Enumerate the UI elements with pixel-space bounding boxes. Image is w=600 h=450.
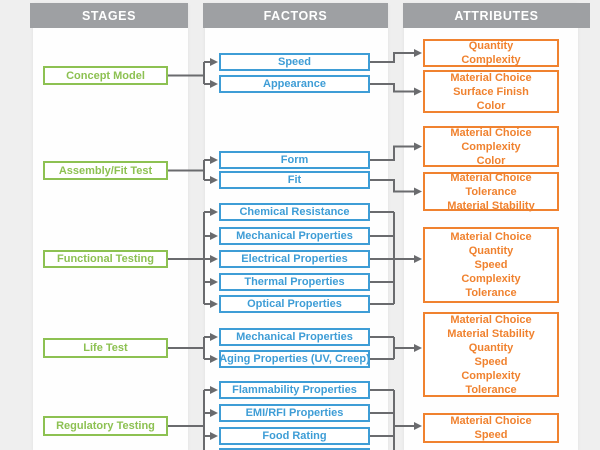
factor-box-thermal-properties: Thermal Properties xyxy=(219,273,370,291)
attribute-line: Tolerance xyxy=(465,287,517,299)
factor-box-form: Form xyxy=(219,151,370,169)
attribute-line: Tolerance xyxy=(465,383,517,396)
stage-box-regulatory-testing: Regulatory Testing xyxy=(43,416,168,436)
factor-box-emi-rfi-properties: EMI/RFI Properties xyxy=(219,404,370,422)
factor-box-mechanical-properties: Mechanical Properties xyxy=(219,227,370,245)
factor-label: Optical Properties xyxy=(247,298,342,310)
attribute-line: Speed xyxy=(474,259,508,271)
factor-box-optical-properties: Optical Properties xyxy=(219,295,370,313)
attribute-line: Material Choice xyxy=(450,71,532,84)
factor-label: Appearance xyxy=(263,78,326,90)
attributes-column-header: ATTRIBUTES xyxy=(403,3,590,28)
attribute-line: Material Choice xyxy=(450,171,532,184)
attribute-line: Complexity xyxy=(461,369,521,382)
attribute-line: Tolerance xyxy=(465,185,517,198)
factor-box-chemical-resistance: Chemical Resistance xyxy=(219,203,370,221)
stage-label: Assembly/Fit Test xyxy=(58,164,153,177)
factor-box-fit: Fit xyxy=(219,171,370,189)
attribute-line: Complexity xyxy=(461,273,521,285)
attribute-line: Material Stability xyxy=(447,327,535,340)
attribute-line: Speed xyxy=(474,355,508,368)
stage-label: Functional Testing xyxy=(57,253,154,265)
factor-label: Aging Properties (UV, Creep) xyxy=(219,353,370,365)
stage-box-concept-model: Concept Model xyxy=(43,66,168,85)
attribute-line: Quantity xyxy=(468,40,514,52)
attribute-line: Material Choice xyxy=(450,126,532,139)
stage-label: Concept Model xyxy=(66,69,145,82)
stage-box-functional-testing: Functional Testing xyxy=(43,250,168,268)
stage-label: Regulatory Testing xyxy=(56,420,155,432)
attribute-line: Surface Finish xyxy=(453,85,529,98)
stage-box-assembly-fit-test: Assembly/Fit Test xyxy=(43,161,168,180)
factor-box-food-rating: Food Rating xyxy=(219,427,370,445)
factor-box-flammability-properties: Flammability Properties xyxy=(219,381,370,399)
attribute-line: Complexity xyxy=(461,54,521,66)
attribute-line: Material Stability xyxy=(447,199,535,212)
factor-box-appearance: Appearance xyxy=(219,75,370,93)
factor-label: Form xyxy=(280,154,309,166)
attribute-line: Material Choice xyxy=(450,415,532,427)
factor-label: Speed xyxy=(277,56,311,68)
factors-column-header: FACTORS xyxy=(203,3,388,28)
factor-label: Food Rating xyxy=(262,430,327,442)
factor-box-electrical-properties: Electrical Properties xyxy=(219,250,370,268)
attribute-line: Speed xyxy=(474,429,508,441)
factor-label: EMI/RFI Properties xyxy=(245,407,344,419)
attribute-line: Quantity xyxy=(468,245,514,257)
stages-column-header: STAGES xyxy=(30,3,188,28)
factor-box-speed: Speed xyxy=(219,53,370,71)
factor-label: Electrical Properties xyxy=(241,253,348,265)
attribute-line: Complexity xyxy=(461,140,521,153)
factor-box-aging-properties-uv-creep: Aging Properties (UV, Creep) xyxy=(219,350,370,368)
factor-label: Fit xyxy=(287,174,302,186)
attribute-line: Color xyxy=(476,154,506,167)
attribute-line: Material Choice xyxy=(450,313,532,326)
factor-label: Mechanical Properties xyxy=(236,230,353,242)
factor-label: Thermal Properties xyxy=(244,276,345,288)
attribute-line: Material Choice xyxy=(450,231,532,243)
stage-box-life-test: Life Test xyxy=(43,338,168,358)
attribute-line: Color xyxy=(476,99,506,112)
factor-box-partial xyxy=(219,448,370,450)
factor-label: Mechanical Properties xyxy=(236,331,353,343)
attribute-line: Quantity xyxy=(468,341,514,354)
factor-label: Flammability Properties xyxy=(232,384,357,396)
factor-label: Chemical Resistance xyxy=(239,206,350,218)
factor-box-mechanical-properties: Mechanical Properties xyxy=(219,328,370,346)
stage-label: Life Test xyxy=(83,342,128,354)
